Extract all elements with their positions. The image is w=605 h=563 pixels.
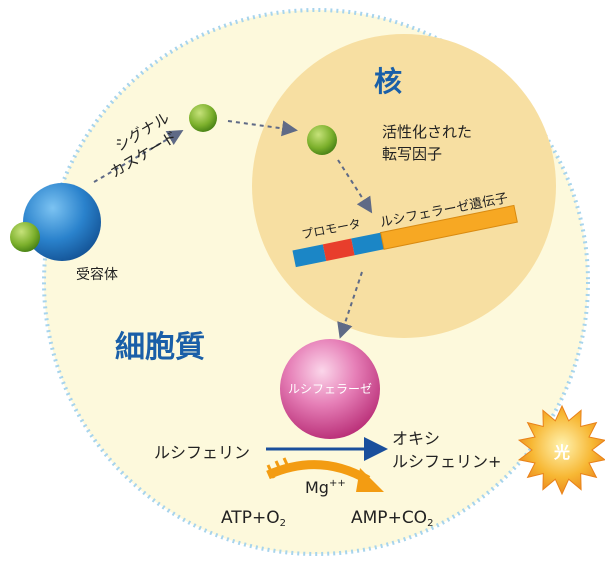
light-label: 光 [554,443,571,462]
luciferin-label: ルシフェリン [154,443,251,462]
mg-cofactor-label: Mg++ [305,478,346,497]
light-burst-icon [517,404,605,496]
co-subscript: 2 [427,518,434,529]
receptor-label: 受容体 [76,267,118,283]
atp-text: ATP [221,508,252,528]
plus-sign: + [251,508,267,528]
oxyluciferin-label-line1: オキシ [392,429,441,448]
cascade-arrow-1 [93,129,184,183]
cytoplasm-title: 細胞質 [115,330,205,365]
amp-co2-label: AMP+CO2 [351,508,434,529]
nucleus [252,34,556,338]
reporter-gene [292,204,518,268]
cascade-arrow-2 [227,120,298,137]
oxyluciferin-label-line2: ルシフェリン+ [392,452,502,471]
receptor [23,183,101,261]
luciferase-label: ルシフェラーゼ [287,382,372,396]
transcription-factor-label-line1: 活性化された [382,123,473,141]
o-subscript: 2 [279,518,286,529]
atp-o2-label: ATP+O2 [221,508,286,529]
o-text: O [266,508,280,528]
mg-charge: ++ [328,478,346,489]
plus-sign: + [387,508,402,528]
transcription-factor-label-line2: 転写因子 [382,145,443,163]
signal-molecule [189,104,217,132]
transcription-factor [307,125,337,155]
luciferase-enzyme [280,339,380,439]
gene-segment-promoter-red [322,238,355,261]
gene-segment-luciferase [380,204,518,250]
amp-text: AMP [351,508,388,528]
ligand [10,222,40,252]
gene-segment-promoter-blue-1 [292,244,327,268]
gene-to-enzyme-arrow [337,271,363,339]
tf-to-promoter-arrow [337,159,373,214]
gene-segment-promoter-blue-2 [351,232,385,256]
co-text: CO [401,508,428,528]
cofactor-arrow [266,457,384,492]
nucleus-title: 核 [374,65,403,98]
mg-symbol: Mg [305,478,329,497]
